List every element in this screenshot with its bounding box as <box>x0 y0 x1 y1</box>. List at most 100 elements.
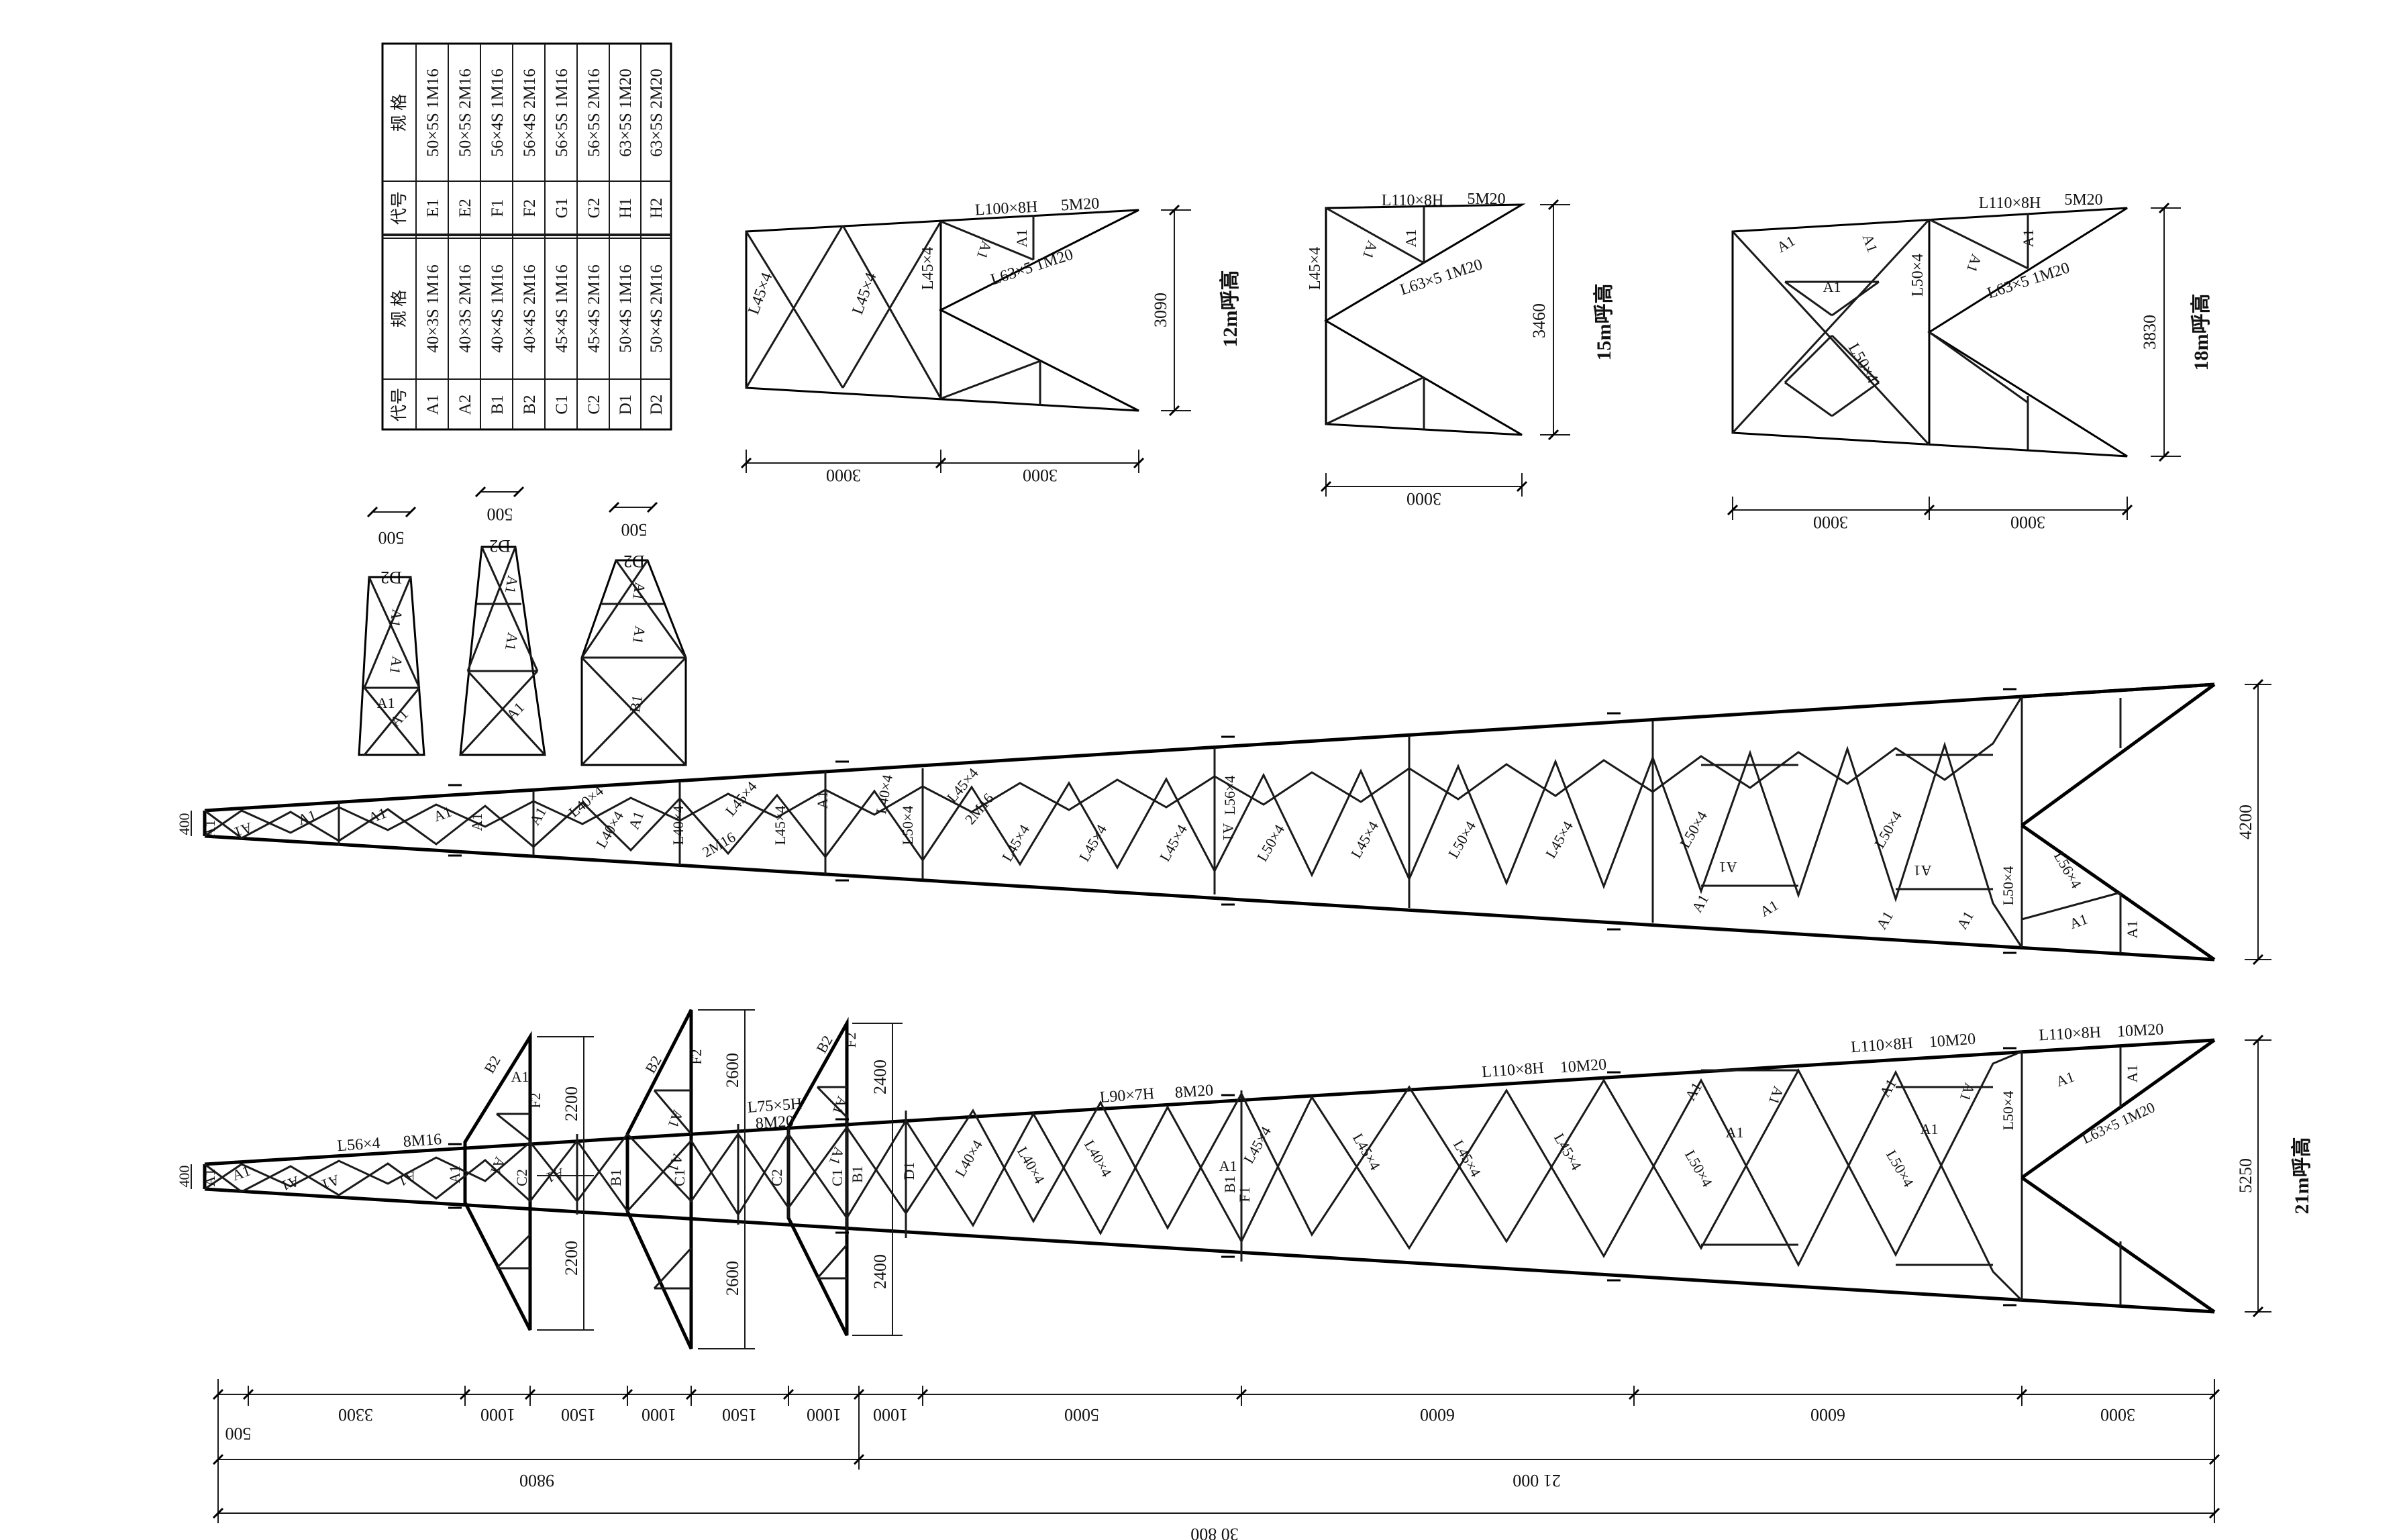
table-cell-code: E2 <box>456 199 474 217</box>
top-bolts-label: 8M16 <box>403 1131 442 1151</box>
svg-text:A1: A1 <box>1757 896 1781 920</box>
section-detail-1: 500 D2 A1 A1 A1 A1 <box>358 506 425 756</box>
head-title: 15m呼高 <box>1593 284 1615 361</box>
svg-text:A1: A1 <box>502 631 521 652</box>
section-width-dim: 500 <box>378 528 405 548</box>
head-title: 12m呼高 <box>1219 270 1241 348</box>
member-code-label: B1 <box>1221 1176 1238 1193</box>
member-label: 2M16 <box>699 829 738 861</box>
table-cell-spec: 63×5S 2M20 <box>648 68 666 156</box>
head-detail-18m: L50×4 L50×4 L110×8H 5M20 L63×5 1M20 A1 A… <box>1727 191 2212 532</box>
svg-text:A1: A1 <box>2020 229 2037 248</box>
head-top-bolts: 5M20 <box>1467 191 1505 208</box>
lower-truss-title: 21m呼高 <box>2291 1137 2313 1215</box>
table-cell-code: E1 <box>424 199 442 217</box>
member-label: L45×4 <box>1076 822 1110 864</box>
head-width-dim: 3000 <box>1813 513 1848 532</box>
table-header-code-left: 代号 <box>390 388 409 421</box>
truss-height-dim: 5250 <box>2236 1158 2255 1193</box>
top-member-label: L90×7H <box>1099 1085 1155 1107</box>
member-code-label: A1 <box>446 1166 463 1184</box>
member-code-label: A1 <box>625 809 648 832</box>
table-cell-code: A2 <box>456 395 474 415</box>
table-cell-code: H2 <box>648 198 666 219</box>
dim-500: 500 <box>225 1424 252 1443</box>
arm-height-dim: 2200 <box>562 1086 581 1121</box>
arm-height-dim: 2600 <box>723 1261 742 1296</box>
member-label: L40×4 <box>593 809 627 851</box>
table-cell-code: F2 <box>521 199 539 217</box>
svg-text:A1: A1 <box>1402 229 1419 248</box>
upper-truss-web <box>204 696 2122 953</box>
member-label: L45×4 <box>1349 1131 1384 1173</box>
table-cell-code: C1 <box>553 395 571 414</box>
dim-3000: 3000 <box>2100 1405 2135 1425</box>
svg-text:B1: B1 <box>626 694 646 714</box>
member-label: L45×4 <box>1347 819 1382 861</box>
dim-1500: 1500 <box>722 1405 757 1425</box>
table-cell-spec: 50×4S 1M16 <box>617 264 635 352</box>
member-label: L50×4 <box>2000 1091 2016 1131</box>
member-label: L50×4 <box>1445 819 1479 861</box>
member-label: L40×4 <box>1014 1144 1048 1186</box>
head-top-member: L100×8H <box>974 199 1038 219</box>
member-code-label: F2 <box>842 1032 859 1047</box>
dim-1500: 1500 <box>561 1405 596 1425</box>
member-code-label: A1 <box>366 805 389 827</box>
member-code-label: A1 <box>1220 823 1237 841</box>
svg-text:A1: A1 <box>503 699 527 723</box>
head-height-dim: 3090 <box>1151 293 1170 327</box>
svg-text:A1: A1 <box>1823 278 1841 295</box>
lower-truss: A1 A1 A1 A1 B2 A1 F2 B2 A1 F2 B2 A1 F2 C… <box>176 1009 2313 1350</box>
top-bolts-label: 8M20 <box>755 1113 795 1133</box>
table-cell-spec: 63×5S 1M20 <box>617 68 635 156</box>
member-code-label: A1 <box>1914 862 1932 879</box>
member-label: L50×4 <box>1253 822 1288 864</box>
svg-text:A1: A1 <box>1859 232 1882 255</box>
dim-1000: 1000 <box>642 1405 676 1425</box>
svg-text:A1: A1 <box>629 581 649 602</box>
member-label: L45×4 <box>1240 1124 1274 1166</box>
svg-text:A1: A1 <box>1876 1076 1900 1100</box>
head-top-bolts: 5M20 <box>2064 191 2102 209</box>
lower-truss-labels: A1 A1 A1 A1 B2 A1 F2 B2 A1 F2 B2 A1 F2 C… <box>201 1021 2164 1202</box>
head-width-dim: 3000 <box>1406 489 1441 509</box>
table-cell-spec: 50×5S 2M16 <box>456 68 474 156</box>
lower-truss-web <box>204 1047 2122 1305</box>
member-code-label: A1 <box>279 1173 302 1195</box>
svg-text:A1: A1 <box>377 695 395 711</box>
dim-3300: 3300 <box>338 1405 373 1425</box>
top-bolts-label: 10M20 <box>1929 1031 1976 1051</box>
table-cell-code: D1 <box>617 395 635 415</box>
member-label: L40×4 <box>1081 1137 1115 1180</box>
member-label: L50×4 <box>899 806 916 845</box>
top-bolts-label: 10M20 <box>2116 1021 2164 1041</box>
member-code-label: C2 <box>513 1169 530 1186</box>
svg-text:A1: A1 <box>1873 908 1896 932</box>
member-code-label: B2 <box>480 1053 503 1076</box>
member-label: L56×4 <box>2051 849 2085 891</box>
member-code-label: A1 <box>201 1169 218 1187</box>
head-member-label: L45×4 <box>919 247 937 290</box>
head-member-label: L45×4 <box>745 270 776 317</box>
dim-9800: 9800 <box>519 1471 554 1490</box>
table-cell-spec: 56×5S 1M16 <box>553 68 571 156</box>
table-cell-spec: 50×5S 1M16 <box>424 68 442 156</box>
member-label: L50×4 <box>1676 809 1710 851</box>
top-member-label: L75×5H <box>747 1095 803 1117</box>
svg-text:A1: A1 <box>1360 239 1382 262</box>
table-left-rows: 40×3S 1M16 A1 40×3S 2M16 A2 40×4S 1M16 B… <box>424 264 666 415</box>
member-code-label: A1 <box>511 1068 529 1085</box>
table-cell-spec: 45×4S 1M16 <box>553 264 571 352</box>
member-code-label: A1 <box>1719 859 1737 876</box>
top-bolts-label: 8M20 <box>1174 1082 1214 1102</box>
table-cell-spec: 40×3S 1M16 <box>424 264 442 352</box>
crossarm-1 <box>463 1031 532 1331</box>
arm-height-dim: 2200 <box>562 1241 581 1276</box>
member-code-label: C2 <box>768 1169 785 1186</box>
member-code-label: F2 <box>527 1092 544 1108</box>
member-code-label: F1 <box>1236 1186 1253 1202</box>
member-code-label: B1 <box>607 1169 624 1186</box>
table-cell-spec: 40×4S 2M16 <box>521 264 539 352</box>
svg-text:A1: A1 <box>1921 1121 1939 1137</box>
